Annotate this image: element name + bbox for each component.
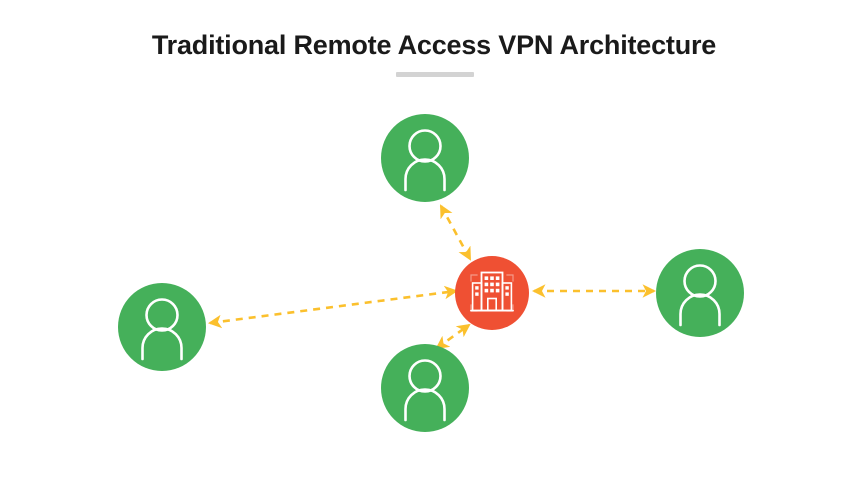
node-remote-user-right[interactable]: [656, 249, 744, 337]
node-circle: [381, 344, 469, 432]
node-circle: [118, 283, 206, 371]
user-icon: [404, 359, 446, 422]
node-circle: [656, 249, 744, 337]
connector-group: [207, 204, 657, 350]
node-remote-user-bottom[interactable]: [381, 344, 469, 432]
node-circle: [381, 114, 469, 202]
connector-top-user-to-hub: [439, 204, 472, 261]
page-title: Traditional Remote Access VPN Architectu…: [151, 30, 717, 60]
connector-left-user-to-hub: [207, 285, 459, 329]
node-remote-user-top[interactable]: [381, 114, 469, 202]
title-divider: [396, 72, 474, 77]
node-remote-user-left[interactable]: [118, 283, 206, 371]
user-icon: [141, 298, 183, 361]
node-corporate-hq[interactable]: [455, 256, 529, 330]
user-icon: [679, 264, 721, 327]
node-circle: [455, 256, 529, 330]
user-icon: [404, 129, 446, 192]
connector-bottom-user-to-hub: [435, 323, 471, 350]
office-building-icon: [470, 271, 514, 312]
